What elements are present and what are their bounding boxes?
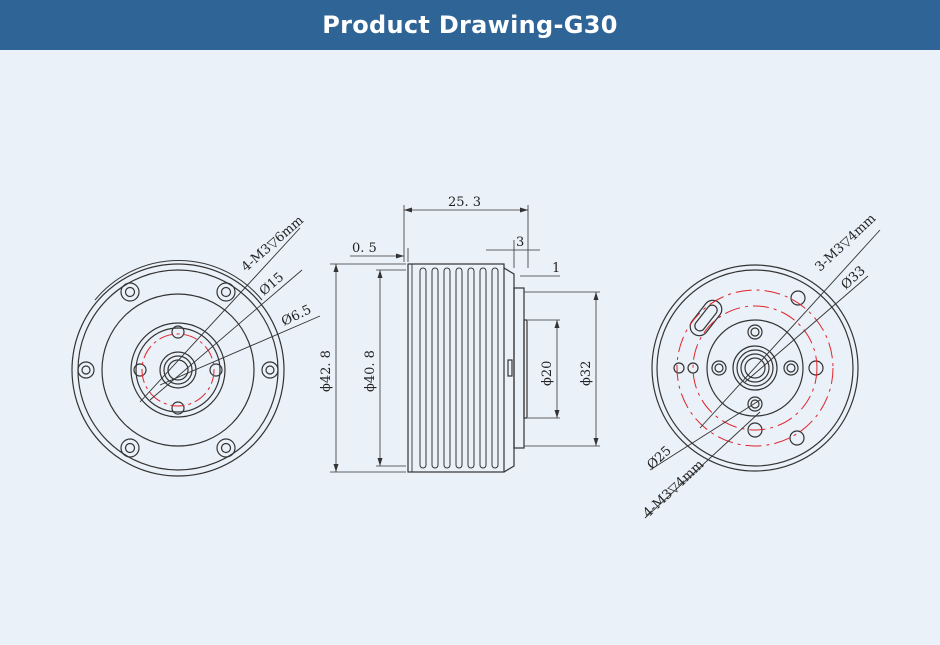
rear-view <box>644 229 881 519</box>
step-dimension: 3 <box>516 235 524 250</box>
length-dimension: 25. 3 <box>448 195 481 210</box>
front-view <box>71 227 321 477</box>
page-title: Product Drawing-G30 <box>322 11 618 39</box>
od-inner-dimension: ϕ40. 8 <box>363 350 378 392</box>
boss-large-dimension: ϕ32 <box>579 361 594 386</box>
side-view <box>330 205 600 473</box>
mount-hole <box>77 282 279 458</box>
rear-hole <box>673 290 824 446</box>
shaft-dimension: 1 <box>552 261 560 276</box>
product-drawing: 4-M3▽6mm Ø15 Ø6.5 <box>71 195 881 521</box>
flange-dimension: 0. 5 <box>352 241 377 256</box>
boss-small-dimension: ϕ20 <box>540 361 555 386</box>
rear-outer-holes-label: 3-M3▽4mm <box>812 211 879 275</box>
title-banner: Product Drawing-G30 <box>0 0 940 50</box>
rear-inner-pcd-label: Ø25 <box>644 443 674 473</box>
od-outer-dimension: ϕ42. 8 <box>319 350 334 392</box>
front-bolt-label: 4-M3▽6mm <box>239 213 307 275</box>
front-bore-label: Ø6.5 <box>279 302 314 329</box>
front-pcd-label: Ø15 <box>257 270 287 299</box>
